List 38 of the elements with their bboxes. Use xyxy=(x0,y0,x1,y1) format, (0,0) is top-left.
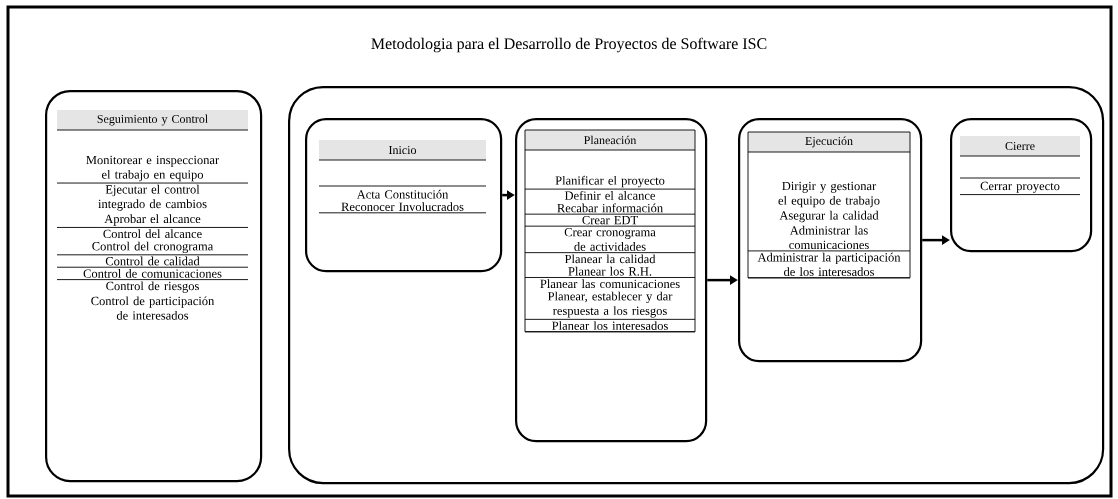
title: Metodologia para el Desarrollo de Proyectos de Software ISC xyxy=(371,37,767,53)
phase-box xyxy=(305,118,503,273)
activity-text: Planear los R.H. xyxy=(568,266,652,276)
activity-text: Control de calidad xyxy=(105,256,200,266)
activity-text: Planear los interesados xyxy=(552,321,668,330)
phase-heading: Planeación xyxy=(584,135,637,145)
container-box xyxy=(288,86,1105,485)
activity-text: Administrar la participación de los interesados xyxy=(757,252,901,277)
phase-box xyxy=(950,118,1093,253)
phase-box xyxy=(738,118,923,363)
activity-text: Planear las comunicaciones xyxy=(540,279,680,289)
activity-text: Planificar el proyecto xyxy=(555,175,665,188)
activity-text: Control de participación de interesados xyxy=(91,296,215,320)
phase-box xyxy=(45,90,263,483)
activity-text: Aprobar el alcance xyxy=(104,214,201,226)
activity-text: Administrar las comunicaciones xyxy=(789,225,869,250)
phase-heading: Inicio xyxy=(388,145,417,155)
activity-text: Asegurar la calidad xyxy=(779,210,879,223)
activity-text: Recabar información xyxy=(557,203,663,213)
activity-text: Dirigir y gestionar el equipo de trabajo xyxy=(778,181,880,208)
activity-text: Cerrar proyecto xyxy=(980,181,1060,193)
phase-heading: Ejecución xyxy=(805,136,853,148)
phase-box xyxy=(515,118,708,443)
activity-text: Planear, establecer y dar respuesta a los riesgos xyxy=(548,291,673,318)
activity-text: Control de comunicaciones xyxy=(83,269,222,278)
activity-text: Definir el alcance xyxy=(564,190,656,200)
phase-heading: Seguimiento y Control xyxy=(97,114,208,126)
activity-text: Reconocer Involucrados xyxy=(341,202,464,211)
activity-text: Crear EDT xyxy=(582,215,638,225)
activity-text: Planear la calidad xyxy=(564,254,656,264)
activity-text: Ejecutar el control integrado de cambios xyxy=(98,184,207,211)
activity-text: Crear cronograma de actividades xyxy=(564,227,656,251)
activity-text: Control de riesgos xyxy=(106,281,199,293)
activity-text: Monitorear e inspeccionar el trabajo en equipo xyxy=(86,155,220,182)
activity-text: Control del cronograma xyxy=(92,241,214,253)
activity-text: Control del alcance xyxy=(103,229,202,239)
phase-heading: Cierre xyxy=(1005,141,1035,151)
activity-text: Acta Constitución xyxy=(356,189,449,199)
